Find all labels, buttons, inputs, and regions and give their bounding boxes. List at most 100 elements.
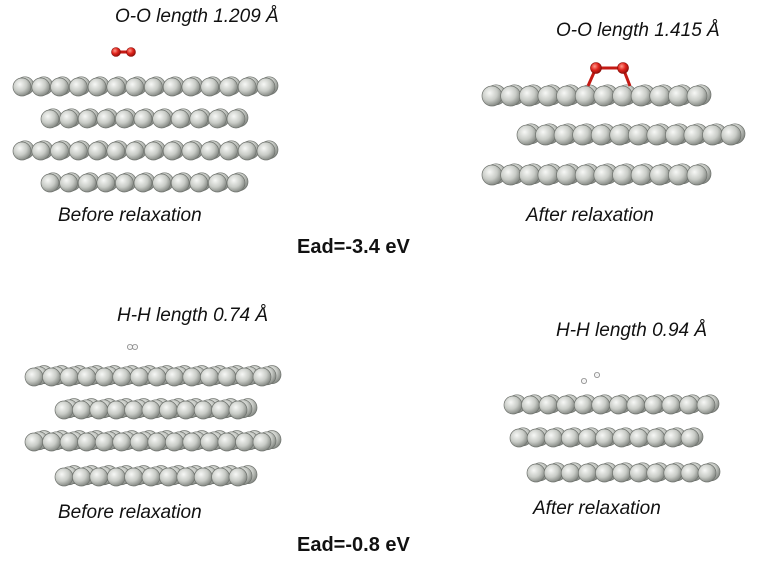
surface-atom bbox=[144, 77, 163, 97]
surface-atom bbox=[181, 77, 201, 97]
surface-atom bbox=[115, 173, 134, 193]
surface-atom bbox=[256, 77, 276, 97]
surface-atom bbox=[560, 428, 580, 448]
surface-atom bbox=[72, 400, 91, 420]
surface-atom bbox=[50, 77, 69, 97]
surface-atom bbox=[50, 141, 69, 161]
panel-title-hh-after: H-H length 0.94 Å bbox=[556, 320, 708, 341]
surface-atom bbox=[226, 173, 246, 193]
surface-atom bbox=[42, 432, 61, 452]
surface-atom bbox=[668, 164, 689, 186]
surface-atom bbox=[612, 428, 631, 448]
surface-atom bbox=[12, 141, 32, 161]
surface-atom bbox=[574, 164, 596, 186]
surface-atom bbox=[68, 141, 88, 161]
surface-atom bbox=[189, 173, 209, 193]
surface-atom bbox=[40, 173, 60, 193]
surface-atom bbox=[141, 467, 161, 487]
surface-atom bbox=[679, 395, 698, 415]
surface-atom bbox=[663, 463, 683, 483]
surface-atom bbox=[94, 367, 114, 387]
panel-title-oo-after: O-O length 1.415 Å bbox=[556, 20, 720, 41]
surface-atom bbox=[649, 164, 671, 186]
surface-atom bbox=[680, 463, 700, 483]
adsorption-energy-o2: Ead=-3.4 eV bbox=[297, 236, 410, 258]
surface-atom bbox=[87, 77, 107, 97]
surface-atom bbox=[518, 164, 540, 186]
surface-atom bbox=[170, 173, 190, 193]
surface-atom bbox=[609, 124, 631, 146]
surface-atom bbox=[612, 85, 633, 107]
surface-atom bbox=[629, 428, 649, 448]
surface-atom bbox=[626, 395, 646, 415]
surface-atom bbox=[77, 432, 96, 452]
surface-atom bbox=[683, 124, 705, 146]
surface-atom bbox=[219, 141, 238, 161]
surface-atom bbox=[697, 463, 717, 483]
surface-atom bbox=[556, 395, 575, 415]
surface-atom bbox=[24, 432, 44, 452]
surface-atom bbox=[573, 395, 593, 415]
surface-atom bbox=[668, 85, 689, 107]
surface-atom bbox=[59, 173, 78, 193]
surface-atom bbox=[31, 77, 51, 97]
surface-atom bbox=[235, 367, 254, 387]
surface-atom bbox=[560, 463, 580, 483]
surface-atom bbox=[176, 467, 196, 487]
surface-atom bbox=[696, 395, 716, 415]
surface-atom bbox=[40, 109, 60, 129]
surface-atom bbox=[164, 432, 184, 452]
surface-atom bbox=[661, 395, 681, 415]
surface-atom bbox=[526, 463, 546, 483]
adsorption-energy-h2: Ead=-0.8 eV bbox=[297, 534, 410, 556]
surface-atom bbox=[537, 85, 559, 107]
surface-atom bbox=[217, 367, 237, 387]
surface-atom bbox=[577, 463, 597, 483]
surface-atom bbox=[133, 173, 153, 193]
surface-atom bbox=[176, 400, 196, 420]
surface-atom bbox=[59, 432, 79, 452]
surface-atom bbox=[208, 109, 227, 129]
surface-atom bbox=[500, 85, 521, 107]
surface-atom bbox=[518, 85, 540, 107]
slab-oo-after bbox=[481, 84, 746, 186]
surface-atom bbox=[59, 109, 78, 129]
surface-atom bbox=[543, 428, 563, 448]
panel-caption-hh-before: Before relaxation bbox=[58, 502, 202, 523]
slab-hh-before bbox=[24, 365, 282, 487]
surface-atom bbox=[503, 395, 523, 415]
surface-atom bbox=[509, 428, 529, 448]
surface-atom bbox=[77, 109, 97, 129]
surface-atom bbox=[535, 124, 556, 146]
surface-atom bbox=[608, 395, 628, 415]
surface-atom bbox=[629, 463, 648, 483]
surface-atom bbox=[94, 432, 114, 452]
surface-atom bbox=[164, 367, 184, 387]
surface-atom bbox=[77, 173, 97, 193]
surface-atom bbox=[147, 367, 167, 387]
slab-oo-before bbox=[12, 76, 279, 193]
surface-atom bbox=[226, 109, 246, 129]
surface-atom bbox=[89, 467, 109, 487]
surface-atom bbox=[87, 141, 107, 161]
surface-atom bbox=[112, 432, 132, 452]
surface-atom bbox=[125, 141, 144, 161]
surface-atom bbox=[89, 400, 109, 420]
surface-atom bbox=[182, 367, 202, 387]
surface-atom bbox=[521, 395, 540, 415]
surface-atom bbox=[649, 85, 671, 107]
surface-atom bbox=[129, 432, 149, 452]
surface-atom bbox=[593, 164, 615, 186]
surface-atom bbox=[680, 428, 700, 448]
surface-atom bbox=[627, 124, 649, 146]
surface-atom bbox=[125, 77, 144, 97]
surface-atom bbox=[686, 85, 708, 107]
surface-atom bbox=[42, 367, 61, 387]
surface-atom bbox=[543, 463, 563, 483]
surface-atom bbox=[72, 467, 91, 487]
surface-atom bbox=[630, 164, 652, 186]
surface-atom bbox=[630, 85, 652, 107]
surface-atom bbox=[665, 124, 686, 146]
surface-atom bbox=[556, 85, 577, 107]
